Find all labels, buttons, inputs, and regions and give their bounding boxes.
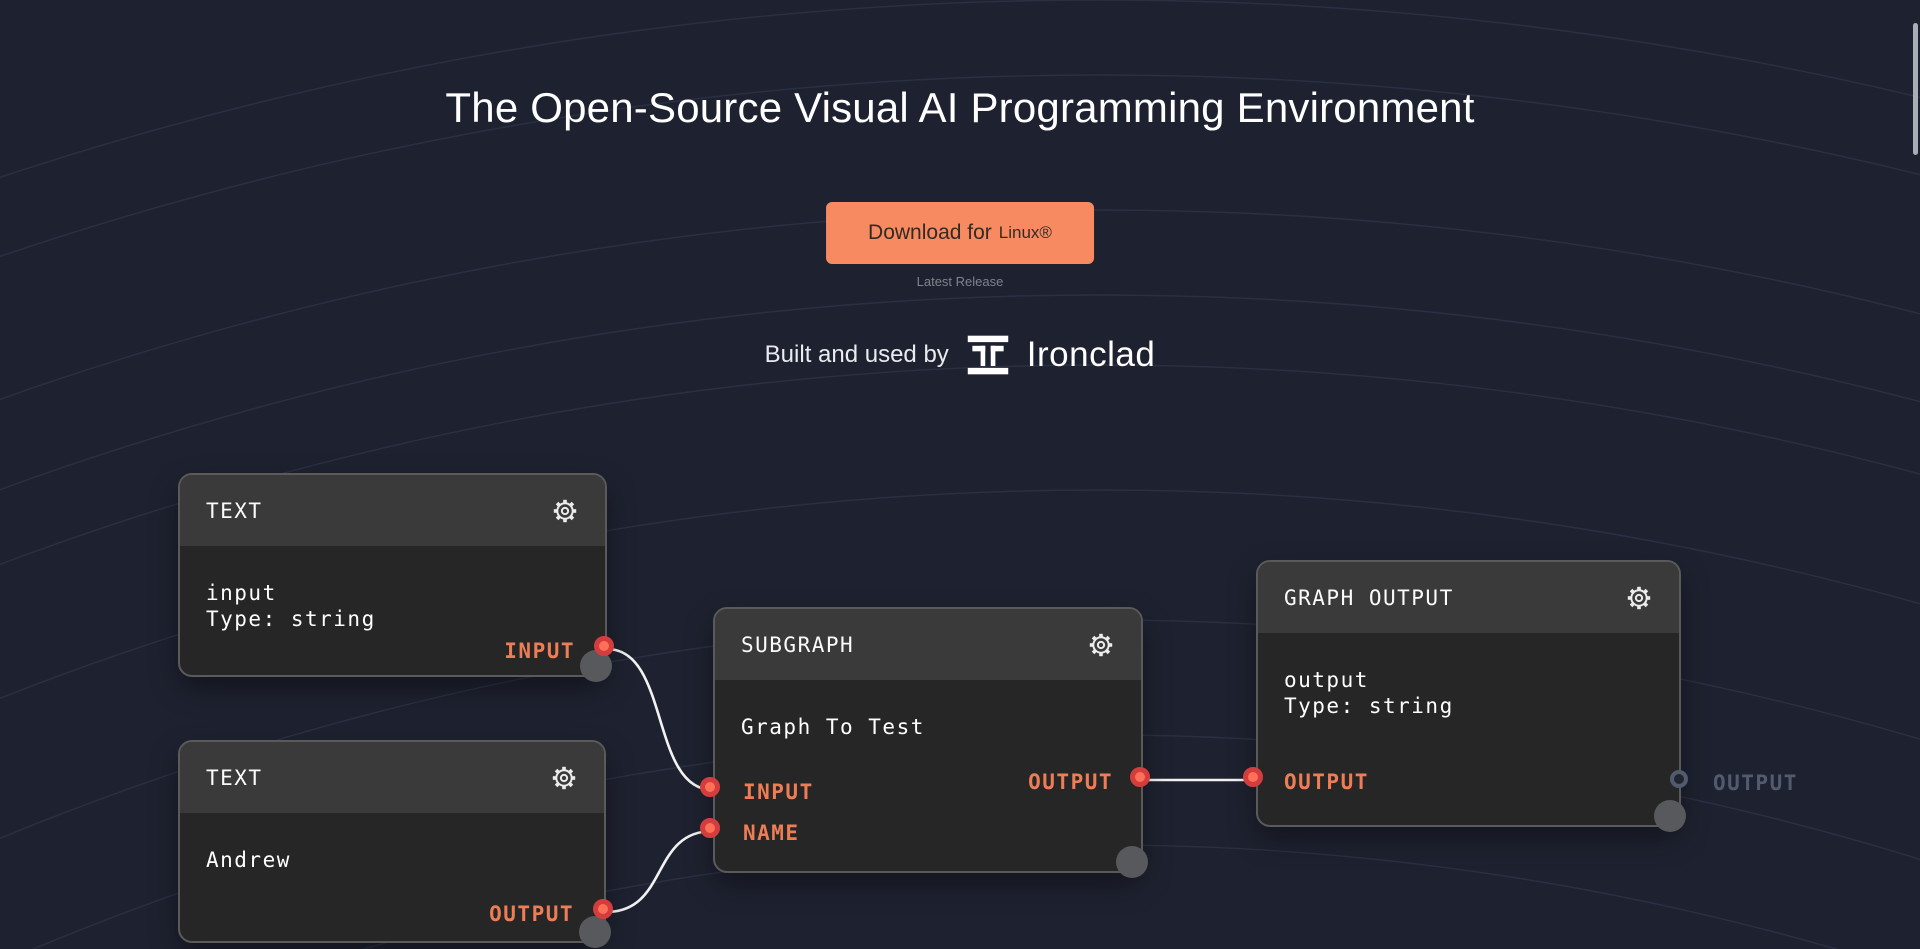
port-output[interactable]	[1243, 767, 1263, 787]
node-title: GRAPH OUTPUT	[1284, 585, 1454, 610]
node-header: TEXT	[180, 475, 605, 547]
node-subgraph[interactable]: SUBGRAPH Graph To Test INPUT NAME OUTPUT	[700, 607, 1150, 878]
resize-handle[interactable]	[1654, 800, 1686, 832]
node-settings-button[interactable]	[551, 497, 579, 525]
download-button[interactable]: Download for Linux®	[826, 202, 1094, 264]
node-settings-button[interactable]	[550, 764, 578, 792]
node-header: GRAPH OUTPUT	[1258, 562, 1679, 634]
gear-icon	[553, 499, 577, 522]
port-external-output[interactable]	[1670, 770, 1688, 788]
port-label-output: OUTPUT	[1028, 770, 1113, 794]
node-body-text: Graph To Test	[741, 715, 925, 739]
node-text-andrew[interactable]: TEXT Andrew OUTPUT	[178, 740, 613, 948]
latest-release-note: Latest Release	[916, 274, 1004, 289]
page-title: The Open-Source Visual AI Programming En…	[445, 84, 1475, 131]
ironclad-logo-icon	[967, 335, 1009, 375]
node-title: TEXT	[206, 498, 263, 523]
port-input[interactable]	[700, 777, 720, 797]
port-label-name: NAME	[743, 821, 800, 845]
node-title: TEXT	[206, 765, 263, 790]
built-by-text: Built and used by	[764, 341, 949, 368]
scrollbar-thumb[interactable]	[1913, 23, 1918, 155]
ironclad-wordmark: Ironclad	[1026, 335, 1156, 374]
download-button-label: Download for	[868, 221, 992, 244]
node-graph-output[interactable]: GRAPH OUTPUT output Type: string OUTPUT …	[1243, 560, 1796, 832]
built-by-row: Built and used by Ironclad	[0, 330, 1920, 380]
node-text-input[interactable]: TEXT input Type: string INPUT	[178, 473, 614, 682]
gear-icon	[1089, 633, 1113, 656]
port-output[interactable]	[1130, 767, 1150, 787]
port-label-output: OUTPUT	[1284, 770, 1369, 794]
gear-icon	[552, 766, 576, 789]
port-input[interactable]	[594, 636, 614, 656]
port-label-output: OUTPUT	[489, 902, 574, 926]
port-label-input: INPUT	[743, 780, 814, 804]
node-body-text: Andrew	[206, 848, 291, 872]
node-body-text: output Type: string	[1284, 668, 1454, 718]
port-output[interactable]	[593, 899, 613, 919]
node-body-text: input Type: string	[206, 581, 376, 631]
node-title: SUBGRAPH	[741, 632, 855, 657]
node-header: TEXT	[180, 742, 604, 814]
port-name[interactable]	[700, 818, 720, 838]
node-header: SUBGRAPH	[715, 609, 1141, 681]
node-settings-button[interactable]	[1625, 584, 1653, 612]
download-platform-label: Linux®	[998, 223, 1052, 242]
port-label-input: INPUT	[504, 639, 575, 663]
resize-handle[interactable]	[579, 916, 611, 948]
gear-icon	[1627, 586, 1651, 609]
resize-handle[interactable]	[1116, 846, 1148, 878]
port-label-external-output: OUTPUT	[1713, 771, 1798, 795]
node-settings-button[interactable]	[1087, 631, 1115, 659]
